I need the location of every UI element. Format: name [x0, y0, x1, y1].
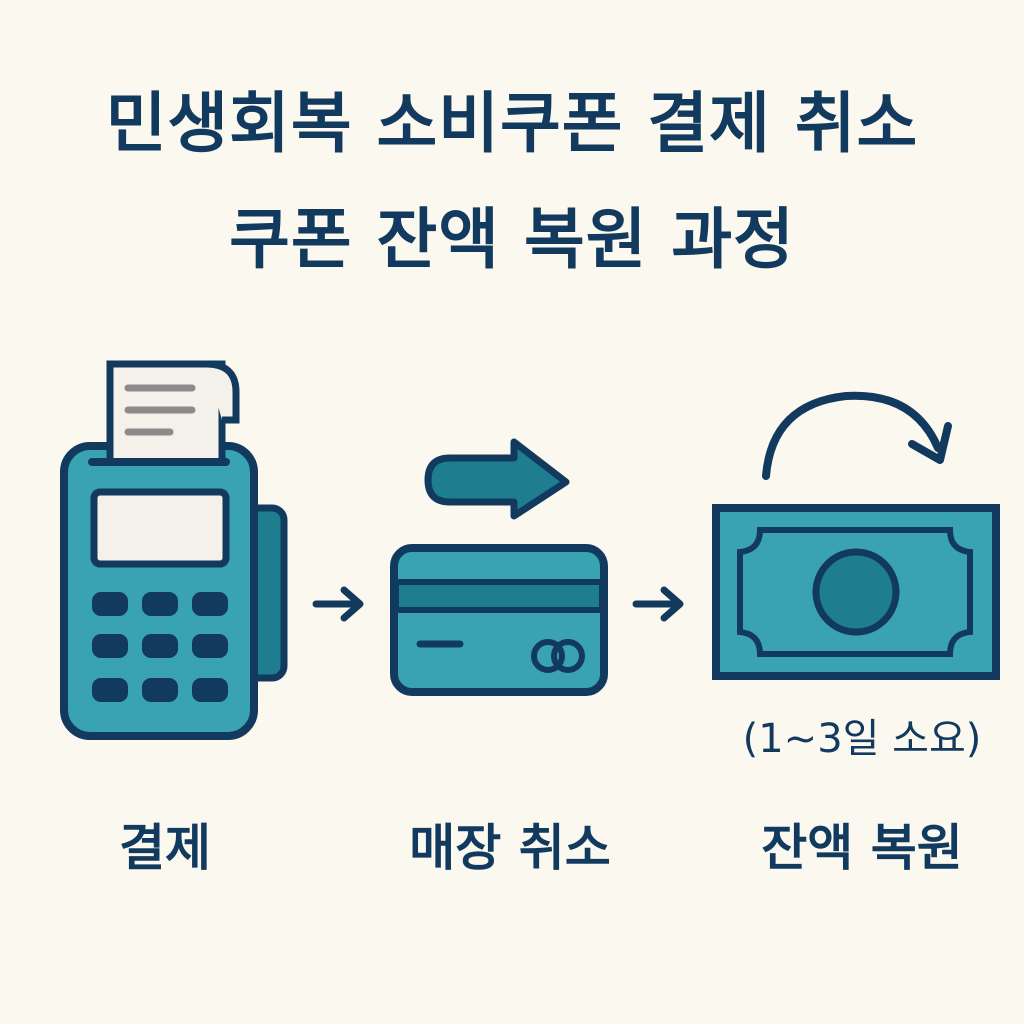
- page-title-line-2: 쿠폰 잔액 복원 과정: [229, 201, 795, 278]
- arrow-right-icon: [312, 586, 364, 622]
- card-terminal-icon: [60, 360, 288, 740]
- banknote-icon: [712, 504, 1000, 680]
- duration-note: (1~3일 소요): [742, 716, 982, 762]
- step-label-balance-restore: 잔액 복원: [761, 819, 963, 877]
- arrow-right-icon: [632, 586, 684, 622]
- step-label-payment: 결제: [119, 819, 211, 877]
- page-title-line-1: 민생회복 소비쿠폰 결제 취소: [105, 85, 919, 162]
- step-label-store-cancel: 매장 취소: [409, 819, 611, 877]
- restore-arrow-icon: [762, 391, 952, 480]
- credit-card-icon: [390, 544, 608, 696]
- refund-arrow-icon: [424, 438, 570, 520]
